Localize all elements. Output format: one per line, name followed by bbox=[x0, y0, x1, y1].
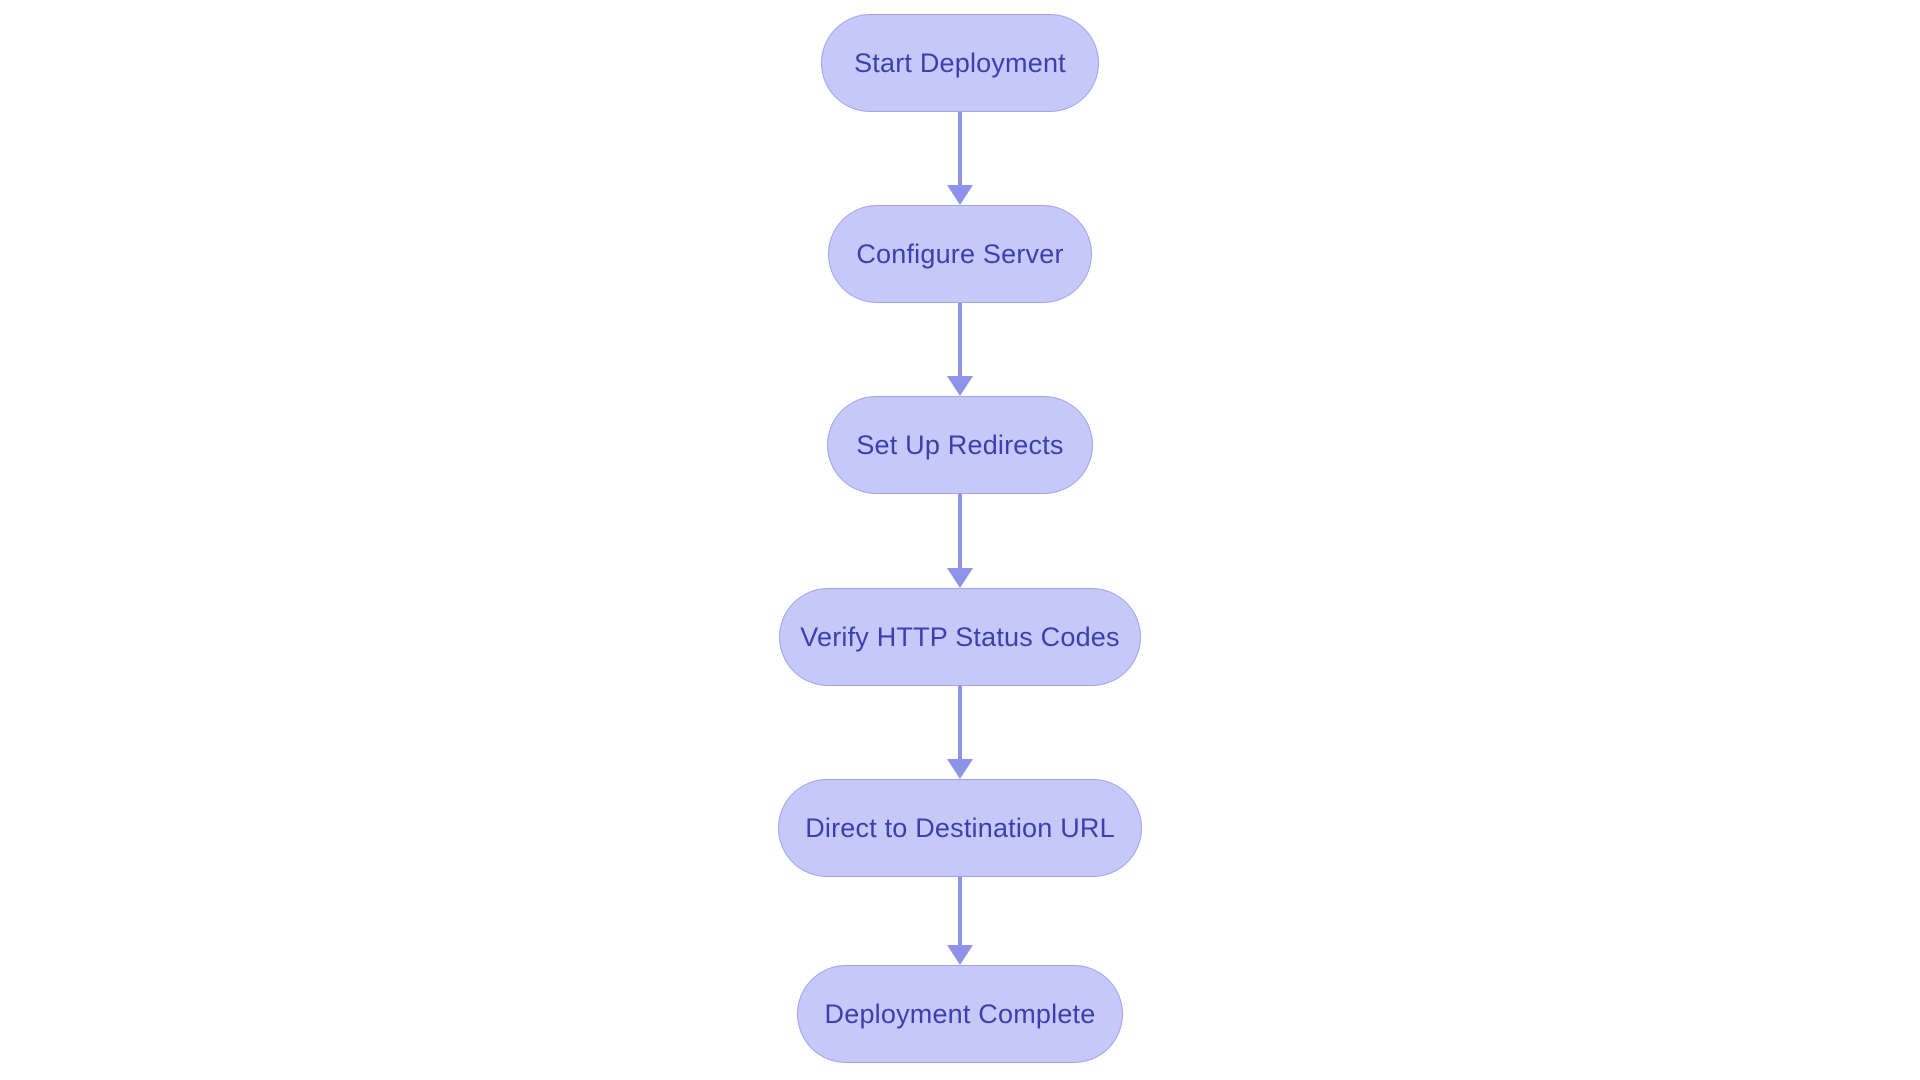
flow-node-direct-to-destination-url: Direct to Destination URL bbox=[778, 779, 1142, 877]
flow-node-configure-server: Configure Server bbox=[828, 205, 1092, 303]
arrowhead-down-icon bbox=[947, 376, 973, 396]
arrow-line bbox=[958, 494, 962, 569]
flow-node-set-up-redirects: Set Up Redirects bbox=[827, 396, 1093, 494]
flow-node-verify-http-status-codes: Verify HTTP Status Codes bbox=[779, 588, 1141, 686]
arrow-line bbox=[958, 686, 962, 760]
flow-node-start-deployment: Start Deployment bbox=[821, 14, 1099, 112]
arrow-line bbox=[958, 303, 962, 377]
arrowhead-down-icon bbox=[947, 945, 973, 965]
arrowhead-down-icon bbox=[947, 568, 973, 588]
arrow-line bbox=[958, 112, 962, 186]
flow-node-deployment-complete: Deployment Complete bbox=[797, 965, 1123, 1063]
arrow-line bbox=[958, 877, 962, 946]
arrowhead-down-icon bbox=[947, 185, 973, 205]
arrowhead-down-icon bbox=[947, 759, 973, 779]
